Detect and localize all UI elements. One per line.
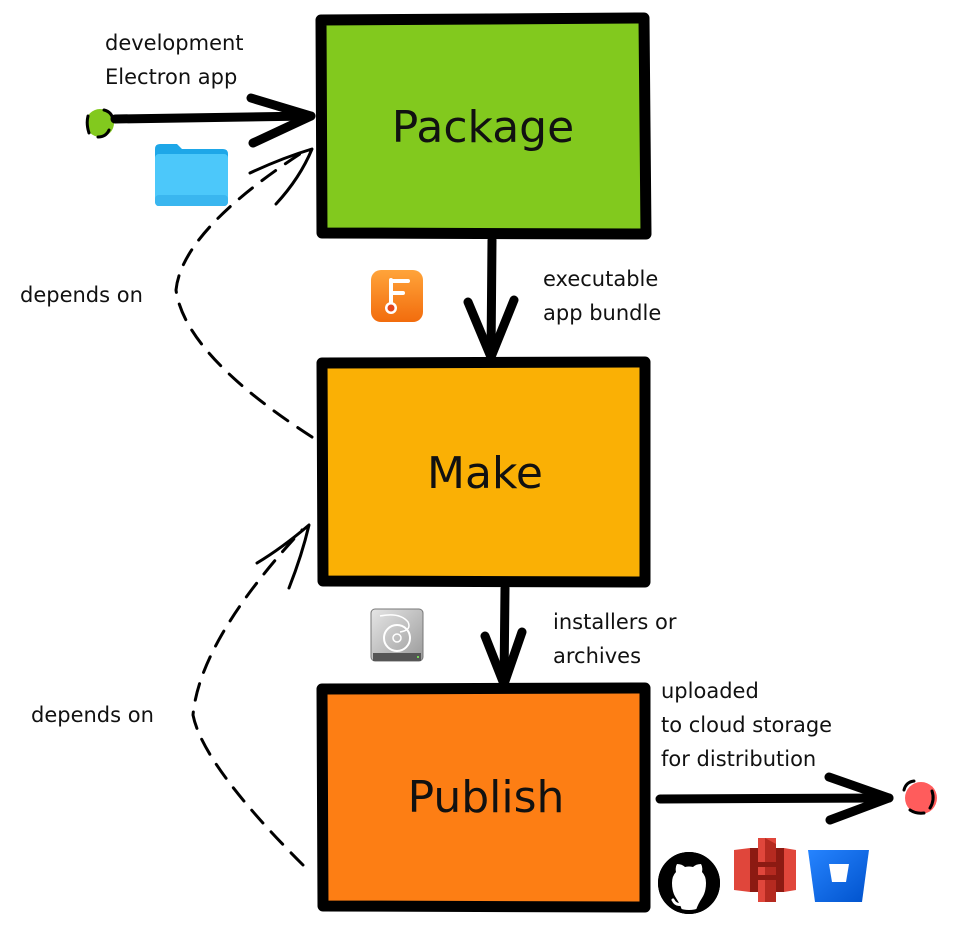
output-arrow — [655, 772, 937, 825]
make-to-publish-arrow — [480, 583, 527, 689]
bitbucket-icon — [808, 850, 869, 902]
publish-label: Publish — [408, 772, 565, 823]
package-to-make-label: executable app bundle — [543, 267, 665, 325]
electron-forge-icon — [371, 270, 423, 322]
publish-depends-on-make-arrow — [191, 523, 311, 867]
input-arrow — [85, 93, 316, 148]
github-icon — [658, 852, 720, 914]
output-label: uploaded to cloud storage for distributi… — [661, 679, 839, 771]
make-depends-label: depends on — [20, 283, 143, 307]
aws-s3-icon — [734, 838, 796, 902]
make-to-publish-label: installers or archives — [553, 610, 683, 668]
folder-icon — [155, 144, 228, 206]
package-label: Package — [392, 102, 574, 153]
input-start-dot — [86, 109, 114, 137]
publish-depends-label: depends on — [31, 703, 154, 727]
output-end-dot — [905, 782, 937, 814]
stage-make[interactable]: Make — [316, 356, 651, 588]
publish-box — [316, 682, 651, 913]
stage-publish[interactable]: Publish — [316, 682, 651, 913]
make-label: Make — [427, 448, 543, 499]
make-depends-on-package-arrow — [174, 147, 314, 439]
make-box — [316, 356, 651, 588]
package-box — [315, 12, 652, 240]
package-to-make-arrow — [463, 235, 519, 362]
input-label: development Electron app — [105, 31, 250, 89]
hard-disk-icon — [370, 608, 424, 662]
stage-package[interactable]: Package — [315, 12, 652, 240]
